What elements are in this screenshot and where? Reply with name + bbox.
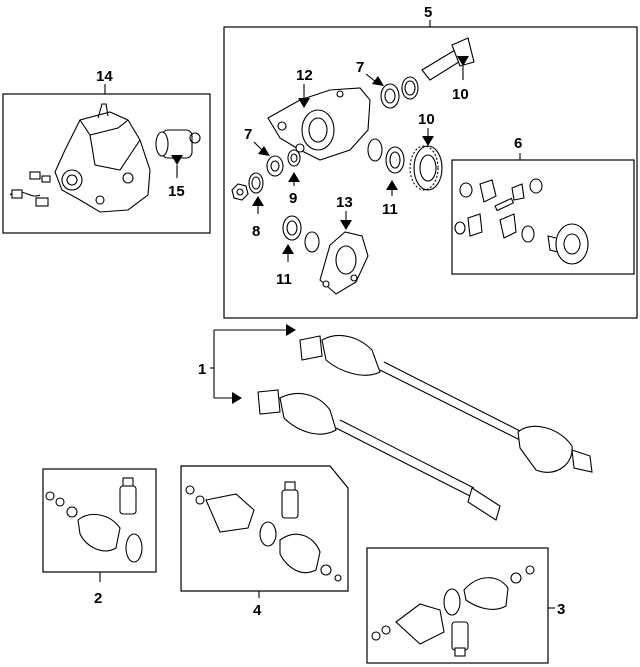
washer-8: [248, 172, 264, 194]
svg-text:15: 15: [168, 183, 185, 200]
group-14-box: [2, 84, 211, 234]
axle-shaft-upper: [299, 335, 593, 473]
callout-7-left: 7: [244, 126, 270, 156]
sensor-wiring: [9, 171, 51, 207]
callout-11-right: 11: [382, 180, 398, 218]
cover-13: [319, 231, 369, 295]
axle-shaft-lower: [257, 389, 501, 521]
svg-text:10: 10: [418, 111, 435, 128]
svg-text:3: 3: [557, 601, 565, 618]
svg-text:8: 8: [252, 223, 260, 240]
group-4-box: 4: [180, 465, 349, 619]
svg-text:5: 5: [424, 4, 432, 21]
callout-7-upper: 7: [356, 59, 384, 86]
group-3-box: 3: [366, 547, 565, 664]
callout-10-lower: 10: [418, 111, 435, 146]
callout-12: 12: [296, 67, 313, 108]
callout-8: 8: [252, 196, 264, 240]
actuator-15: [155, 129, 201, 159]
bearing-7-upper: [380, 76, 419, 109]
svg-text:2: 2: [94, 590, 102, 607]
callout-1: 1: [198, 324, 296, 404]
callout-14: 14: [96, 68, 113, 85]
group-6-box: 6: [451, 135, 635, 275]
bearing-7-left: [266, 155, 284, 177]
svg-text:4: 4: [253, 602, 262, 619]
differential-housing-assembly: [54, 103, 151, 213]
joint-kit-4: [185, 481, 342, 582]
seal-9: [287, 149, 301, 167]
group-5-box: 5: [223, 4, 638, 319]
svg-text:11: 11: [382, 201, 398, 218]
callout-9: 9: [288, 172, 300, 207]
nut: [231, 183, 249, 201]
svg-text:7: 7: [356, 59, 364, 76]
callout-15: 15: [168, 155, 185, 200]
boot-kit-2: [45, 477, 143, 563]
callout-13: 13: [336, 194, 353, 230]
joint-kit-3: [371, 565, 535, 657]
callout-10-upper: 10: [452, 56, 469, 103]
svg-text:1: 1: [198, 361, 206, 378]
svg-text:7: 7: [244, 126, 252, 143]
svg-text:6: 6: [514, 135, 522, 152]
svg-text:11: 11: [276, 271, 292, 288]
bearing-11-right: [367, 138, 405, 174]
svg-text:14: 14: [96, 68, 113, 85]
carrier-housing-12: [267, 87, 371, 161]
differential-case-internals: [454, 178, 589, 265]
ring-gear-10: [409, 145, 443, 191]
svg-text:13: 13: [336, 194, 353, 211]
bearing-11-left: [282, 215, 320, 253]
group-2-box: 2: [42, 468, 157, 607]
svg-text:9: 9: [289, 190, 297, 207]
svg-text:10: 10: [452, 86, 469, 103]
svg-text:12: 12: [296, 67, 313, 84]
callout-11-left: 11: [276, 244, 294, 288]
